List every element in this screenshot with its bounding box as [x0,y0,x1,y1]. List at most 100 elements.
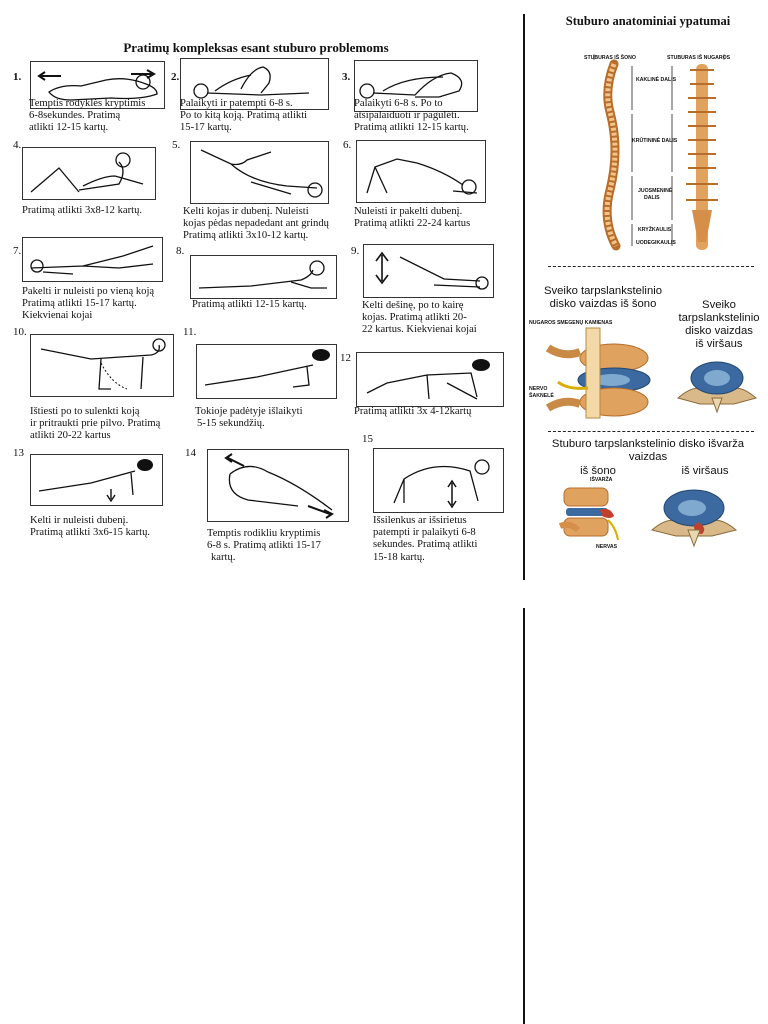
caption-line: 5-15 sekundžių. [197,418,265,430]
caption-line: Palaikyti ir patempti 6-8 s. [180,98,293,109]
exercise-number: 2. [171,71,180,83]
healthy-side-caption: Sveiko tarpslankstelinio disko vaizdas i… [538,285,668,311]
caption-line: tarpslankstelinio [678,312,760,324]
label-nerve: NERVAS [596,544,618,550]
caption-line: Kelti kojas ir dubenį. Nuleisti [183,206,309,217]
hernia-top-label: iš viršaus [681,465,729,477]
caption-line: disko vaizdas [685,325,753,337]
caption-line: Pratimą atlikti 12-15 kartų. [192,299,307,310]
caption-line: Palaikyti 6-8 s. Po to [354,98,443,109]
exercise-4-caption: Pratimą atlikti 3x8-12 kartų. [22,205,142,217]
exercise-12-figure [356,352,504,407]
cat-camel-icon [393,459,490,509]
side-plank-icon [38,459,153,503]
exercise-5-caption: Kelti kojas ir dubenį. Nuleisti kojas pė… [183,206,329,243]
exercise-number: 8. [176,245,185,257]
exercise-1-caption: Temptis rodyklės kryptimis 6-8sekundes. … [29,98,145,135]
exercise-15-figure [373,448,504,513]
vertical-divider-top [523,14,525,580]
caption-line: Pratimą atlikti 22-24 kartus [354,218,471,230]
disc-top-icon [676,361,758,414]
exercise-15-caption: Išsilenkus ar išsirietus patempti ir pal… [373,515,477,564]
caption-line: Stuburo tarpslankstelinio disko išvarža [551,438,745,450]
exercise-10-caption: Ištiesti po to sulenkti koją ir pritrauk… [30,406,160,443]
caption-line: atsipalaiduoti ir pagulėti. [354,110,460,122]
exercise-number: 3. [342,71,351,83]
exercise-11-caption: Tokioje padėtyje išlaikyti 5-15 sekundži… [195,406,303,430]
exercise-number: 4. [13,139,22,151]
caption-line: Kiekvienai kojai [22,310,93,322]
caption-line: Temptis rodikliu kryptimis [207,528,321,539]
exercise-6-figure [356,140,486,203]
quadruped-leg-extension-icon [40,338,166,390]
caption-line: kojas. Pratimą atlikti 20- [362,312,467,324]
page-title: Pratimų kompleksas esant stuburo problem… [123,40,389,55]
exercise-2-figure [180,58,329,110]
spine-label-sacrum: KRYŽKAULIS [638,227,672,233]
caption-line: ir pritraukti prie pilvo. Pratimą [30,418,161,430]
caption-line: Po to kitą koją. Pratimą atlikti [180,110,308,122]
hernia-side-icon [558,487,619,541]
exercise-14-figure [207,449,349,522]
caption-line: kojas pėdas nepadedant ant grindų [183,218,329,230]
caption-line: Ištiesti po to sulenkti koją [30,406,140,417]
label-nerve-root: NERVO [529,386,548,392]
hernia-side-image: IŠVARŽA NERVAS [556,476,626,550]
spine-label-side: STUBURAS IŠ ŠONO [584,55,636,61]
spine-label-chest: KRŪTININĖ DALIS [632,138,678,144]
exercise-number: 10. [13,326,27,338]
exercise-number: 15 [362,433,373,445]
lying-stretch-icon [37,69,158,101]
leg-raise-icon [200,149,323,198]
caption-line: 22 kartus. Kiekvienai kojai [362,324,477,336]
label-spinal-cord: NUGAROS SMEGENŲ KAMIENAS [529,320,613,326]
caption-line: 6-8 s. Pratimą atlikti 15-17 [207,540,321,552]
exercise-number: 12 [340,352,351,364]
exercise-6-caption: Nuleisti ir pakelti dubenį. Pratimą atli… [354,206,470,230]
exercise-number: 13 [13,447,24,459]
exercise-number: 5. [172,139,181,151]
section-separator [548,431,754,432]
hernia-side-label: iš šono [580,465,616,477]
caption-line: iš viršaus [695,338,743,350]
exercise-9-figure [363,244,494,298]
exercise-1-figure [30,61,165,109]
caption-line: Kelti ir nuleisti dubenį. [30,515,129,526]
exercise-13-figure [30,454,163,506]
exercise-number: 11. [183,326,197,338]
caption-line: Pratimą atlikti 3x 4-12kartų [354,406,472,417]
caption-line: Pakelti ir nuleisti po vieną koją [22,286,155,297]
vertical-divider-bottom [523,608,525,1024]
exercise-number: 7. [13,245,22,257]
exercise-number: 14 [185,447,196,459]
caption-line: Pratimą atlikti 15-17 kartų. [22,298,137,310]
plank-icon [204,349,330,388]
caption-line: atlikti 20-22 kartus [30,430,111,442]
double-knee-hug-icon [359,72,463,99]
exercise-4-figure [22,147,156,200]
caption-line: vaizdas [628,451,668,463]
caption-line: sekundes. Pratimą atlikti [373,539,478,551]
spine-label-coccyx: UODEGIKAULIS [636,240,676,246]
caption-line: 15-17 kartų. [180,122,232,134]
exercise-3-caption: Palaikyti 6-8 s. Po to atsipalaiduoti ir… [354,98,469,135]
knee-to-chest-icon [193,66,310,99]
exercise-10-figure [30,334,174,397]
healthy-disc-top-image [674,354,760,416]
exercise-9-caption: Kelti dešinę, po to kairę kojas. Pratimą… [362,300,477,337]
exercise-number: 9. [351,245,360,257]
spine-label-lumbar: JUOSMENINĖ [638,188,673,194]
exercise-8-figure [190,255,337,299]
exercise-number: 1. [13,71,22,83]
healthy-disc-side-image: NUGAROS SMEGENŲ KAMIENAS NERVO ŠAKNELĖ [528,318,656,422]
bird-dog-icon [366,359,490,400]
healthy-top-caption: Sveiko tarpslankstelinio disko vaizdas i… [664,299,768,351]
side-title: Stuburo anatominiai ypatumai [565,14,731,28]
exercise-11-figure [196,344,337,399]
hernia-top-icon [650,489,738,548]
caption-line: Nuleisti ir pakelti dubenį. [354,206,463,217]
section-separator [548,266,754,267]
prone-leg-lift-icon [30,245,154,275]
exercise-3-figure [354,60,478,112]
prone-rest-icon [198,260,327,289]
